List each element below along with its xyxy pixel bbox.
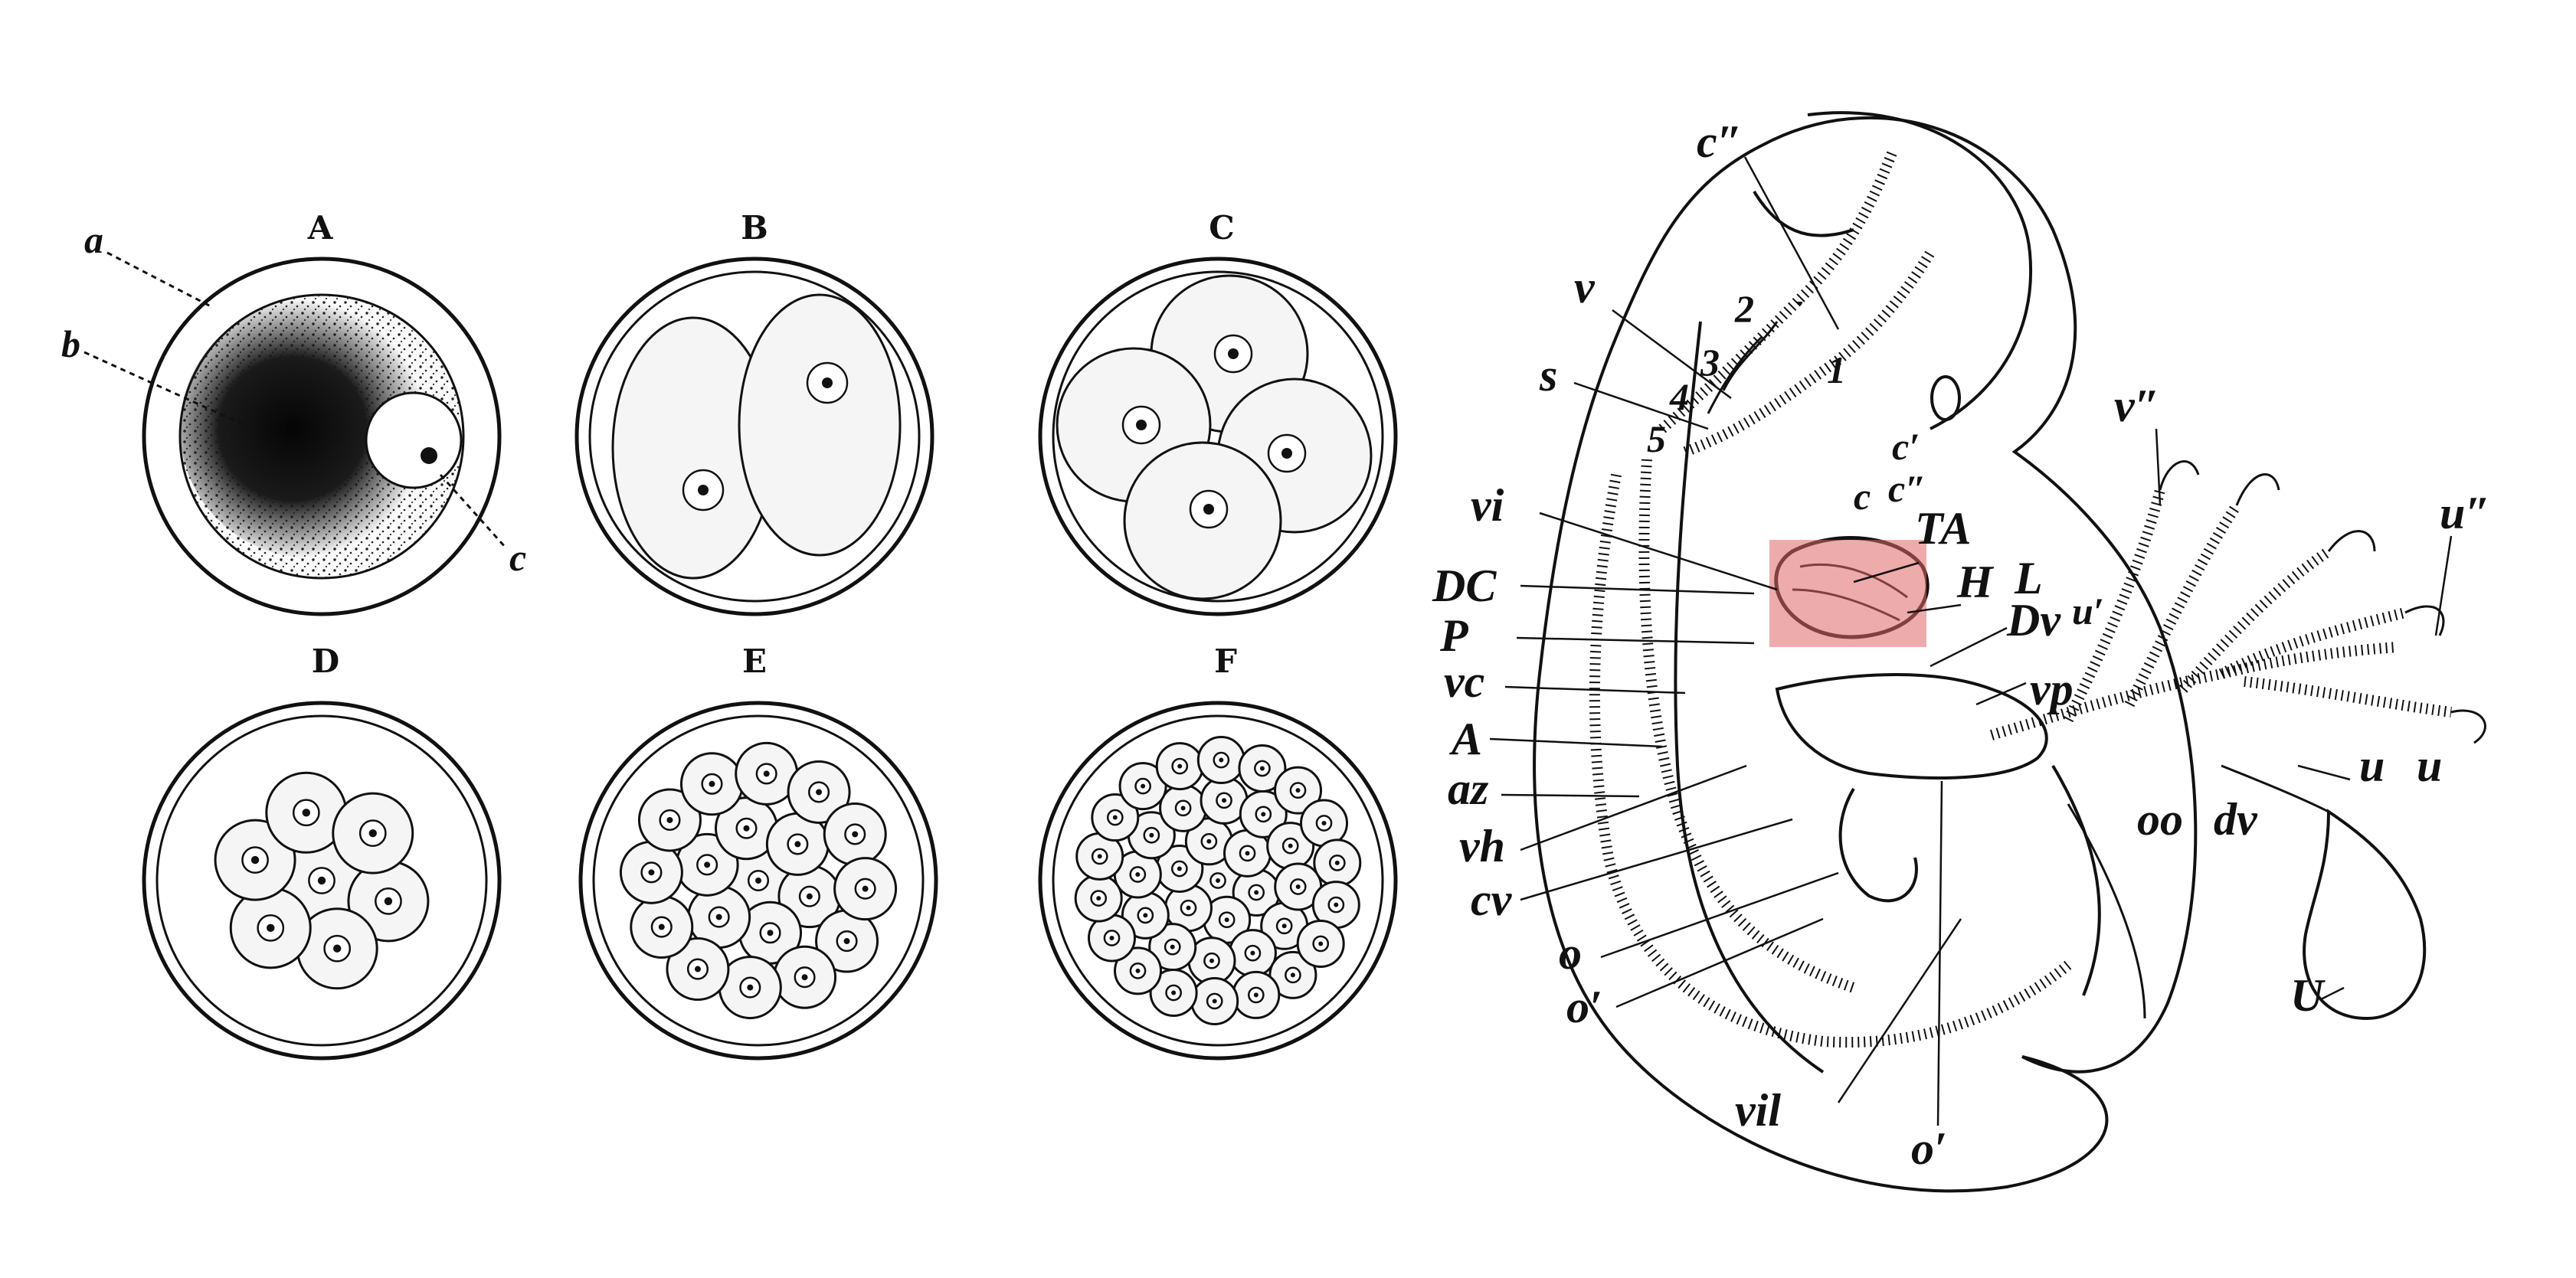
- label-Dv: Dv: [2006, 595, 2061, 646]
- label-5: 5: [1647, 417, 1666, 460]
- egg-label-c: c: [509, 536, 526, 579]
- blastomere: [738, 293, 902, 557]
- panel-e: E: [578, 642, 938, 1061]
- label-2: 2: [1734, 287, 1754, 330]
- highlight-box: [1769, 540, 1926, 647]
- label-L: L: [2014, 553, 2043, 603]
- label-U: U: [2290, 970, 2326, 1021]
- label-vh: vh: [1459, 821, 1505, 871]
- germinal-spot: [421, 447, 437, 464]
- label-o1b: o′: [1911, 1123, 1947, 1174]
- panel-label-f: F: [1214, 642, 1237, 680]
- label-4: 4: [1669, 375, 1689, 418]
- leader-lines: [1489, 156, 2453, 1126]
- label-DC: DC: [1432, 561, 1497, 611]
- panel-d: D: [142, 642, 502, 1061]
- label-az: az: [1448, 763, 1489, 814]
- embryo-outline: [1533, 116, 2198, 1193]
- label-v2: v″: [2114, 381, 2160, 431]
- label-c2: c″: [1697, 116, 1743, 167]
- label-s: s: [1539, 350, 1557, 400]
- blastomere-cluster: [619, 741, 898, 1020]
- panel-label-e: E: [742, 642, 767, 680]
- label-H: H: [1956, 557, 1995, 607]
- label-1: 1: [1827, 348, 1846, 391]
- label-TA: TA: [1915, 503, 1971, 554]
- label-c1: c′: [1892, 425, 1920, 468]
- label-vc: vc: [1444, 656, 1484, 707]
- label-u1: u′: [2072, 590, 2104, 632]
- panel-label-c: C: [1209, 209, 1234, 247]
- label-u: u: [2359, 740, 2385, 791]
- label-u3: u″: [2440, 488, 2491, 538]
- embryo-diagram: c″ v s vi DC P vc A az vh cv o o′ vil o′…: [1432, 111, 2491, 1193]
- blastomere-cluster: [214, 771, 430, 990]
- panel-a: A a b c: [61, 209, 526, 616]
- label-cv: cv: [1471, 874, 1513, 925]
- panel-c: C: [1038, 209, 1398, 616]
- label-c2b: c″: [1888, 467, 1926, 510]
- germinal-vesicle: [365, 391, 463, 489]
- egg-label-a: a: [84, 218, 103, 261]
- label-oo: oo: [2137, 794, 2183, 845]
- label-o: o: [1559, 928, 1582, 979]
- label-u2: u: [2417, 740, 2442, 791]
- panel-b: B: [574, 209, 934, 616]
- label-vp: vp: [2030, 664, 2074, 714]
- label-3: 3: [1700, 341, 1720, 384]
- panel-label-d: D: [312, 642, 339, 680]
- panel-label-a: A: [307, 209, 334, 247]
- morula-cluster: [1074, 736, 1362, 1025]
- panel-label-b: B: [741, 209, 768, 247]
- egg-label-b: b: [61, 322, 80, 365]
- egg-dark-zone: [180, 299, 448, 559]
- label-A: A: [1448, 714, 1482, 764]
- label-v: v: [1574, 262, 1596, 312]
- label-P: P: [1439, 610, 1469, 661]
- label-o1: o′: [1566, 982, 1602, 1032]
- allantois: [2303, 809, 2427, 1021]
- label-vi: vi: [1471, 480, 1504, 531]
- embryo-labels: c″ v s vi DC P vc A az vh cv o o′ vil o′…: [1432, 116, 2491, 1174]
- label-dv: dv: [2214, 794, 2258, 845]
- panel-f: F: [1038, 642, 1398, 1061]
- label-vil: vil: [1735, 1085, 1781, 1136]
- label-c: c: [1854, 475, 1871, 518]
